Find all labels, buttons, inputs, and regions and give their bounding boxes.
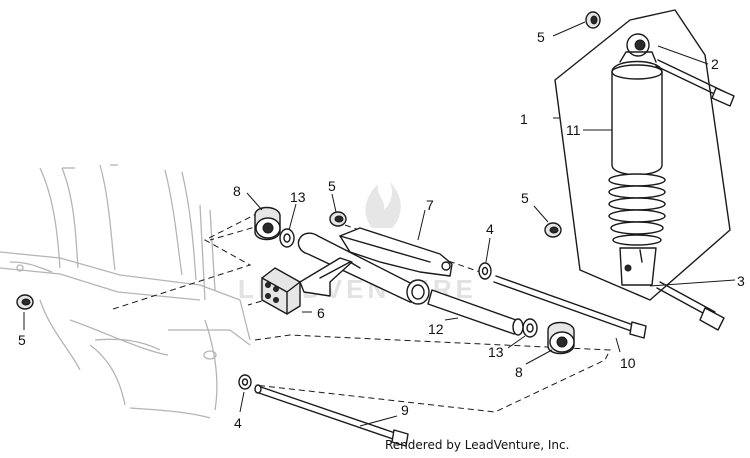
- callout-8-left: 8: [233, 183, 241, 199]
- callout-5-swingarm: 5: [328, 178, 336, 194]
- callout-4-lower: 4: [234, 415, 242, 431]
- sleeve: [427, 289, 524, 336]
- long-pivot-bolt: [493, 275, 647, 339]
- callout-5-left: 5: [18, 332, 26, 348]
- bushing-left: [16, 294, 34, 310]
- thin-washer-upper: [478, 262, 492, 280]
- callout-9: 9: [401, 402, 409, 418]
- lower-long-bolt: [254, 384, 409, 447]
- callout-13-left: 13: [290, 189, 306, 205]
- shock-lower-clevis: [619, 247, 657, 286]
- top-mounting-bolt: [655, 59, 735, 107]
- frame: [0, 164, 251, 419]
- washer-right: [522, 318, 538, 338]
- callout-12: 12: [428, 321, 444, 337]
- large-bushing-right: [547, 321, 575, 355]
- shock-absorber-assembly: [554, 9, 731, 301]
- linkage-block: [261, 267, 301, 315]
- flame-logo: [365, 182, 401, 228]
- callout-13-right: 13: [488, 344, 504, 360]
- callout-2: 2: [711, 56, 719, 72]
- callout-3: 3: [737, 273, 745, 289]
- thin-washer-lower: [238, 374, 252, 390]
- shock-body-cylinder: [611, 60, 663, 176]
- callout-6: 6: [317, 305, 325, 321]
- large-bushing-left: [254, 206, 281, 241]
- callout-labels: 1 2 3 4 4 5 5 5 5 6 7 8 8 9 10 11 12 13 …: [18, 29, 745, 431]
- callout-1: 1: [520, 111, 528, 127]
- callout-8-right: 8: [515, 364, 523, 380]
- washer-left: [279, 228, 295, 248]
- callout-7: 7: [426, 197, 434, 213]
- bushing-upper: [585, 11, 601, 29]
- render-credit: Rendered by LeadVenture, Inc.: [385, 438, 570, 452]
- callout-4-upper: 4: [486, 221, 494, 237]
- swingarm: [297, 227, 453, 305]
- bushing-middle: [544, 222, 562, 238]
- lower-mounting-bolt: [656, 281, 725, 331]
- callout-5-middle: 5: [521, 190, 529, 206]
- callout-11: 11: [566, 122, 581, 138]
- callout-5-top: 5: [537, 29, 545, 45]
- bushing-swingarm: [329, 211, 347, 227]
- leader-lines: [23, 21, 736, 427]
- shock-spring: [608, 173, 666, 246]
- callout-10: 10: [620, 355, 636, 371]
